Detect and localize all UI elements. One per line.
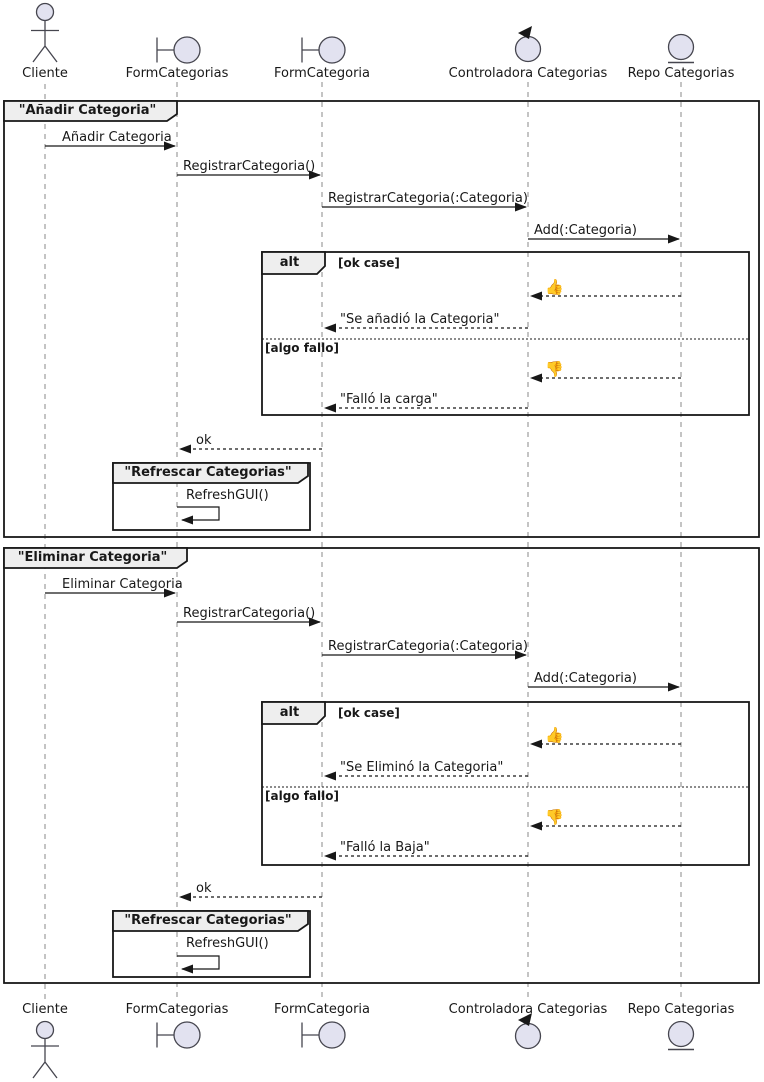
frame-refrescar-2-title-tab	[112, 910, 309, 932]
message-label-anadir-request: Añadir Categoria	[62, 130, 172, 145]
message-label-ok-reply-2: "Se Eliminó la Categoria"	[340, 760, 504, 775]
frame-anadir-categoria-border	[3, 100, 760, 538]
message-label-fail-thumb-2: 👎	[545, 808, 564, 826]
boundary-icon-formcategorias-top	[156, 36, 201, 64]
alt-guard-ok-1: [ok case]	[338, 256, 400, 270]
message-label-register-call-2: RegistrarCategoria()	[183, 606, 316, 621]
alt-fragment-2-operator-tab	[261, 701, 326, 725]
frame-anadir-title: "Añadir Categoria"	[18, 103, 157, 118]
message-label-return-ok-2: ok	[196, 881, 212, 896]
message-label-register-call-1: RegistrarCategoria()	[183, 159, 316, 174]
message-label-refreshgui-1: RefreshGUI()	[186, 488, 269, 503]
control-icon-controladora-top	[514, 26, 542, 63]
boundary-icon-formcategoria-bottom	[301, 1021, 346, 1049]
participant-label-cliente-bottom: Cliente	[22, 1002, 68, 1017]
participant-label-repo-bottom: Repo Categorias	[627, 1002, 735, 1017]
entity-icon-repo-top	[667, 33, 695, 64]
alt-guard-fail-1: [algo fallo]	[265, 341, 339, 355]
message-label-register-param-call-2: RegistrarCategoria(:Categoria)	[328, 639, 528, 654]
boundary-icon-formcategoria-top	[301, 36, 346, 64]
message-label-return-ok-1: ok	[196, 433, 212, 448]
frame-refrescar-title-1: "Refrescar Categorias"	[124, 465, 292, 480]
alt-fragment-1-border	[261, 251, 750, 416]
participant-label-formcategorias-top: FormCategorias	[125, 66, 229, 81]
participant-label-controladora-top: Controladora Categorias	[448, 66, 608, 81]
message-label-ok-thumb-1: 👍	[545, 278, 564, 296]
frame-eliminar-categoria-title-tab	[3, 547, 188, 569]
self-arrow-refreshgui-1	[177, 506, 220, 525]
message-label-register-param-call-1: RegistrarCategoria(:Categoria)	[328, 191, 528, 206]
participant-label-cliente-top: Cliente	[22, 66, 68, 81]
alt-fragment-2-border	[261, 701, 750, 866]
frame-eliminar-categoria-border	[3, 547, 760, 984]
self-arrow-refreshgui-2	[177, 955, 220, 974]
message-label-fail-reply-2: "Falló la Baja"	[340, 840, 430, 855]
participant-label-formcategorias-bottom: FormCategorias	[125, 1002, 229, 1017]
boundary-icon-formcategorias-bottom	[156, 1021, 201, 1049]
message-label-add-call-2: Add(:Categoria)	[534, 671, 637, 686]
message-label-ok-reply-1: "Se añadió la Categoria"	[340, 312, 500, 327]
participant-label-repo-top: Repo Categorias	[627, 66, 735, 81]
frame-refrescar-title-2: "Refrescar Categorias"	[124, 913, 292, 928]
alt-fragment-1-operator-tab	[261, 251, 326, 275]
message-label-eliminar-request: Eliminar Categoria	[62, 577, 183, 592]
control-icon-controladora-bottom	[514, 1013, 542, 1050]
alt-guard-ok-2: [ok case]	[338, 706, 400, 720]
participant-label-controladora-bottom: Controladora Categorias	[448, 1002, 608, 1017]
message-label-add-call-1: Add(:Categoria)	[534, 223, 637, 238]
frame-eliminar-title: "Eliminar Categoria"	[17, 550, 168, 565]
frame-refrescar-1-title-tab	[112, 462, 309, 484]
frame-anadir-categoria-title-tab	[3, 100, 178, 122]
actor-icon-top	[31, 2, 59, 63]
entity-icon-repo-bottom	[667, 1020, 695, 1051]
participant-label-formcategoria-top: FormCategoria	[273, 66, 371, 81]
message-label-fail-thumb-1: 👎	[545, 360, 564, 378]
alt-operator-1: alt	[279, 255, 300, 270]
alt-guard-fail-2: [algo fallo]	[265, 789, 339, 803]
message-label-ok-thumb-2: 👍	[545, 726, 564, 744]
alt-operator-2: alt	[279, 705, 300, 720]
message-label-fail-reply-1: "Falló la carga"	[340, 392, 438, 407]
message-label-refreshgui-2: RefreshGUI()	[186, 936, 269, 951]
actor-icon-bottom	[31, 1020, 59, 1079]
participant-label-formcategoria-bottom: FormCategoria	[273, 1002, 371, 1017]
